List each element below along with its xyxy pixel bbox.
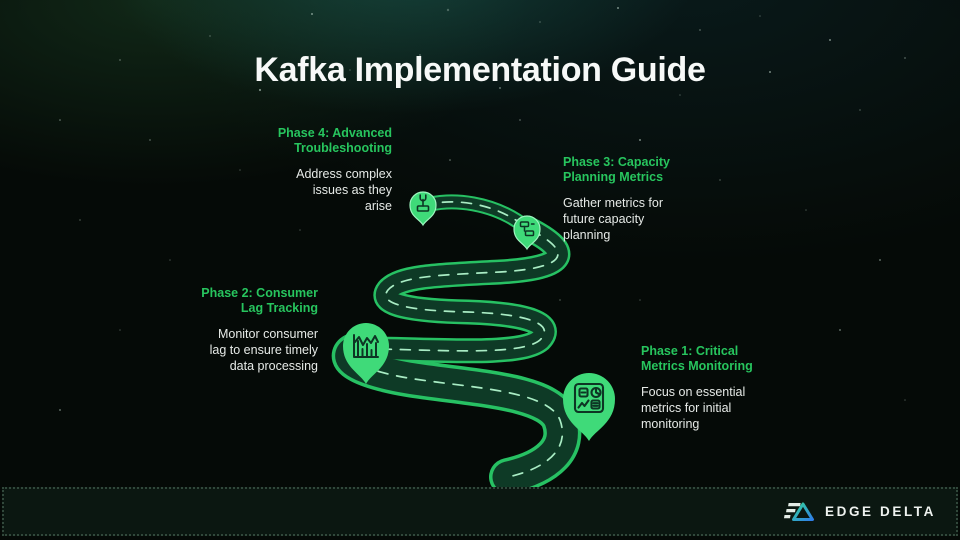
metrics-dashboard-icon <box>573 382 605 414</box>
logo-bars <box>783 502 801 518</box>
starfield <box>59 7 906 411</box>
pin-phase-3 <box>513 215 541 251</box>
pin-phase-2 <box>343 323 389 384</box>
pin-phase-4 <box>409 191 437 227</box>
phase-2-description: Monitor consumer lag to ensure timely da… <box>209 326 318 373</box>
phase-2-heading: Phase 2: Consumer Lag Tracking <box>201 286 318 316</box>
phase-1-heading: Phase 1: Critical Metrics Monitoring <box>641 344 753 374</box>
phase-4-description: Address complex issues as they arise <box>296 166 392 213</box>
phase-1-description: Focus on essential metrics for initial m… <box>641 384 746 431</box>
phase-3-block: Phase 3: Capacity Planning Metrics Gathe… <box>563 155 733 243</box>
phase-1-block: Phase 1: Critical Metrics Monitoring Foc… <box>641 344 816 432</box>
page-title: Kafka Implementation Guide <box>254 51 706 89</box>
road-center-line <box>349 201 564 478</box>
logo-triangle <box>791 502 814 521</box>
phase-4-heading: Phase 4: Advanced Troubleshooting <box>277 126 392 156</box>
phase-2-block: Phase 2: Consumer Lag Tracking Monitor c… <box>158 286 318 374</box>
pin-phase-1 <box>563 373 615 441</box>
troubleshooting-wrench-icon <box>416 194 430 212</box>
phase-4-block: Phase 4: Advanced Troubleshooting Addres… <box>232 126 392 214</box>
lag-chart-icon <box>353 334 379 358</box>
footer-band: EDGE DELTA <box>2 487 958 536</box>
pin-shape <box>409 191 437 227</box>
phase-3-heading: Phase 3: Capacity Planning Metrics <box>563 155 670 185</box>
phase-3-description: Gather metrics for future capacity plann… <box>563 195 664 242</box>
edge-delta-logo <box>783 502 814 521</box>
brand-name: EDGE DELTA <box>824 504 936 519</box>
capacity-planning-icon <box>519 221 535 237</box>
